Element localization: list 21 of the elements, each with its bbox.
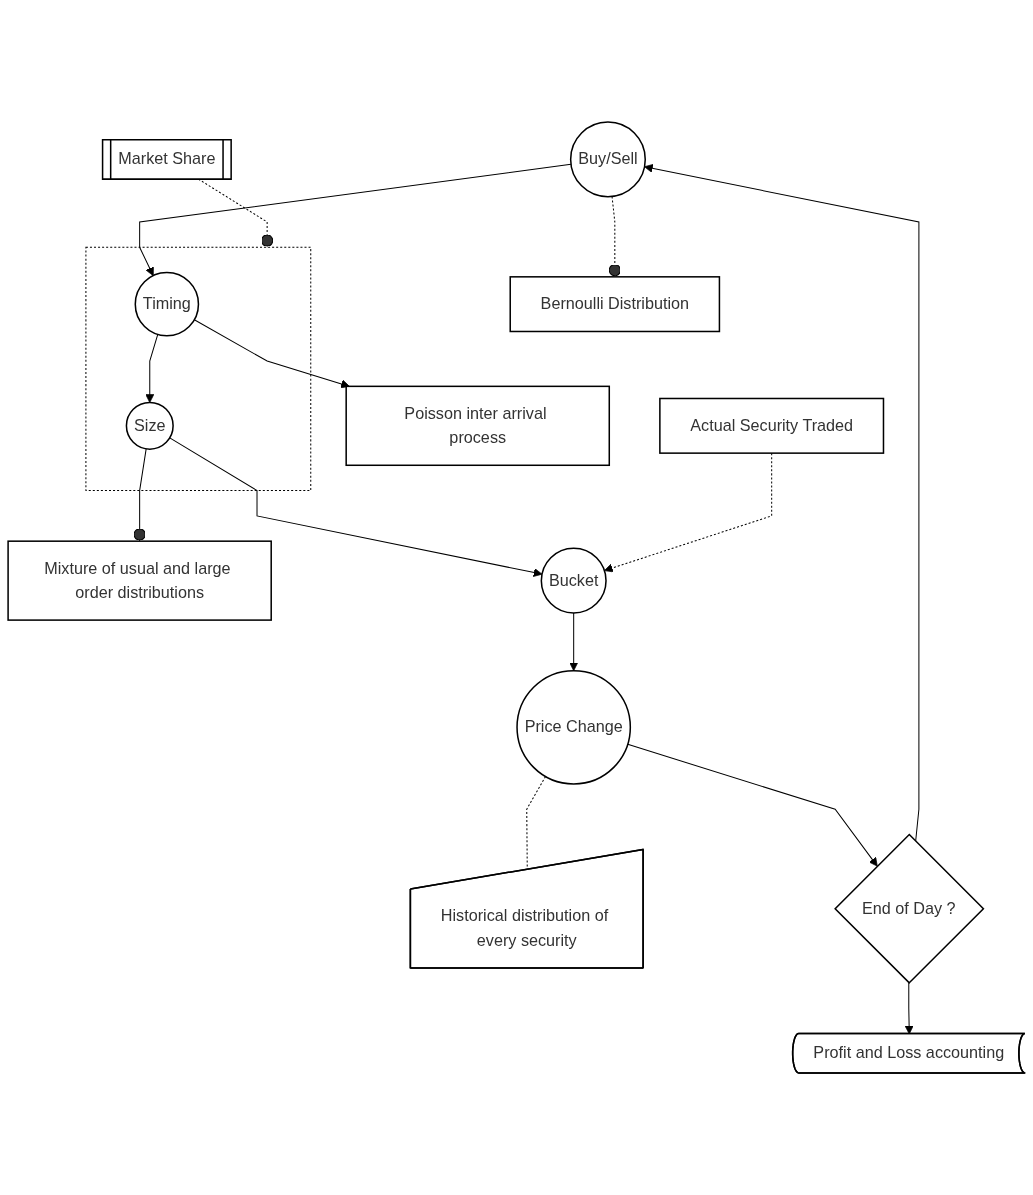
connector — [133, 448, 147, 542]
node-diamond: End of Day ? — [834, 833, 985, 984]
node-circle: Bucket — [540, 547, 607, 614]
node-box: Bernoulli Distribution — [509, 276, 721, 333]
arrow — [644, 164, 920, 842]
node-box: Actual Security Traded — [659, 397, 885, 454]
arrow — [193, 319, 350, 389]
arrow — [169, 437, 543, 577]
node-circle: Size — [125, 401, 174, 450]
arrow — [139, 163, 572, 277]
arrow — [569, 612, 579, 672]
cluster — [85, 246, 312, 492]
node-circle: Price Change — [516, 669, 632, 785]
arrow — [627, 743, 878, 867]
node-box: Poisson inter arrival process — [345, 385, 611, 467]
node-box: Mixture of usual and large order distributions — [7, 540, 272, 621]
node-circle: Buy/Sell — [569, 121, 646, 198]
arrow — [604, 452, 773, 573]
arrow — [145, 333, 159, 403]
node-circle: Timing — [134, 271, 200, 337]
connector — [608, 195, 621, 278]
